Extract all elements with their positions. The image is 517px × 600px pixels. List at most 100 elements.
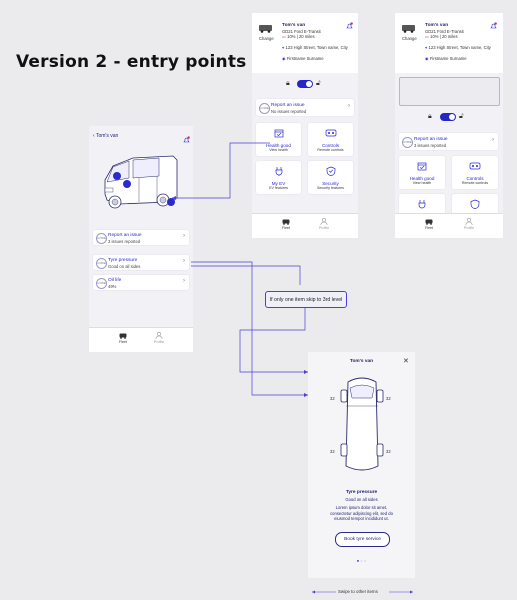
van-model: GD21 Ford E-Transit	[282, 29, 321, 34]
swipe-label: Swipe to other items	[338, 589, 378, 594]
list-item-report-issue[interactable]: CODE Report an issue 3 issues reported ›	[93, 230, 189, 245]
profile-icon	[465, 218, 473, 225]
pressure-rear-right: 32	[386, 449, 391, 454]
van-header: Change Tom's van GD21 Ford E-Transit ▭ 1…	[395, 13, 503, 73]
nav-label: Profile	[153, 340, 165, 344]
van-model: GD21 Ford E-Transit	[425, 29, 464, 34]
tile-security-partial[interactable]	[452, 194, 498, 214]
van-name: Tom's van	[425, 23, 449, 28]
nav-profile[interactable]: Profile	[314, 218, 334, 230]
miles-value: 20 miles	[441, 34, 458, 39]
screen-tyre-detail: Tom's van ✕ 32 32 32 32 Tyre pressure Go…	[308, 352, 415, 578]
close-icon[interactable]: ✕	[403, 358, 409, 365]
chevron-right-icon: ›	[492, 137, 494, 143]
code-badge: CODE	[402, 136, 413, 148]
battery-icon: ▭	[282, 34, 286, 39]
tile-security[interactable]: Security Security features	[308, 161, 353, 194]
list-item-title: Report an issue	[108, 233, 142, 238]
nav-fleet[interactable]: Fleet	[113, 332, 133, 344]
controls-icon	[469, 162, 481, 170]
tile-controls[interactable]: Controls Remote controls	[308, 123, 353, 156]
report-issue-card[interactable]: CODE Report an issue 3 issues reported ›	[399, 133, 498, 150]
address-text: 123 High Street, Town name, City	[428, 45, 491, 50]
screen-title: Tom's van	[349, 359, 374, 364]
section-title: Tyre pressure	[345, 490, 378, 495]
tile-sub: View health	[412, 181, 432, 185]
notification-icon[interactable]	[183, 131, 190, 149]
list-item-title: Oil life	[108, 278, 122, 283]
tile-my-ev[interactable]: My EV EV features	[256, 161, 301, 194]
driver-icon: ◉	[425, 56, 429, 61]
van-icon	[425, 219, 433, 225]
nav-label: Fleet	[425, 226, 433, 230]
back-button[interactable]: ‹ Tom's van	[93, 133, 118, 139]
van-header: Change Tom's van GD21 Ford E-Transit ▭ 1…	[252, 13, 358, 73]
tile-health[interactable]: Health good View health	[256, 123, 301, 156]
notification-icon[interactable]	[346, 17, 353, 35]
nav-profile[interactable]: Profile	[459, 218, 479, 230]
screen-van-hub-alert: Change Tom's van GD21 Ford E-Transit ▭ 1…	[395, 13, 503, 238]
book-tyre-service-button[interactable]: Book tyre service	[335, 532, 390, 547]
controls-icon	[325, 129, 336, 137]
tile-my-ev-partial[interactable]	[399, 194, 445, 214]
bottom-nav: Fleet Profile	[395, 213, 503, 238]
page-dot[interactable]: ○	[363, 558, 367, 563]
list-item-oil-life[interactable]: CODE Oil life 49% ›	[93, 275, 189, 290]
pressure-front-right: 32	[386, 396, 391, 401]
alert-banner-placeholder	[399, 77, 500, 106]
section-body: Lorem ipsum dolor sit amet, consectetur …	[330, 505, 393, 522]
profile-icon	[320, 218, 328, 225]
calendar-health-icon	[417, 162, 427, 171]
location-pin-icon: ⌖	[425, 45, 428, 50]
screen-van-hub: Change Tom's van GD21 Ford E-Transit ▭ 1…	[252, 13, 358, 238]
location-pin-icon: ⌖	[282, 45, 285, 50]
page-dot-active[interactable]: ●	[356, 558, 360, 563]
range-value: 10%	[287, 34, 296, 39]
unlock-icon[interactable]: 🔓︎	[459, 113, 464, 120]
nav-profile[interactable]: Profile	[149, 332, 169, 344]
page-dot[interactable]: ○	[360, 558, 363, 563]
tile-health[interactable]: Health good View health	[399, 156, 445, 189]
report-issue-card[interactable]: CODE Report an issue No issues reported …	[256, 99, 354, 116]
miles-value: 20 miles	[298, 34, 315, 39]
change-van-link[interactable]: Change	[259, 36, 274, 41]
change-van-link[interactable]: Change	[402, 36, 417, 41]
pagination-dots[interactable]: ● ○ ○	[308, 558, 415, 563]
driver-name: Firstname Surname	[429, 56, 467, 61]
van-illustration	[104, 155, 178, 209]
calendar-health-icon	[274, 129, 283, 138]
tile-sub: EV features	[269, 186, 288, 190]
notification-icon[interactable]	[490, 17, 497, 35]
tile-sub: Remote controls	[461, 181, 489, 185]
tile-sub: View health	[269, 148, 288, 152]
profile-icon	[155, 332, 163, 339]
report-sub: No issues reported	[271, 108, 307, 114]
pressure-rear-left: 32	[330, 449, 335, 454]
report-title: Report an issue	[414, 136, 448, 142]
lock-icon[interactable]: 🔒︎	[286, 80, 290, 87]
lock-toggle[interactable]	[440, 113, 456, 121]
pressure-front-left: 32	[330, 396, 335, 401]
vehicle-top-view	[340, 377, 384, 471]
list-item-sub: 3 issues reported	[108, 238, 141, 244]
nav-fleet[interactable]: Fleet	[419, 218, 439, 230]
nav-label: Profile	[318, 226, 330, 230]
address-text: 123 High Street, Town name, City	[285, 45, 348, 50]
list-item-sub: Good on all sides	[108, 263, 141, 269]
chevron-right-icon: ›	[183, 233, 185, 239]
bottom-nav: Fleet Profile	[89, 327, 193, 352]
tile-controls[interactable]: Controls Remote controls	[452, 156, 498, 189]
section-sub: Good on all sides	[345, 497, 378, 502]
lock-toggle[interactable]	[297, 80, 313, 88]
tile-title: Security	[322, 181, 339, 186]
nav-fleet[interactable]: Fleet	[276, 218, 296, 230]
lock-icon[interactable]: 🔒︎	[428, 113, 432, 120]
unlock-icon[interactable]: 🔓︎	[316, 80, 321, 87]
code-badge: CODE	[259, 102, 270, 114]
driver-row: ◉ Firstname Surname	[282, 56, 324, 62]
tile-title: Health good	[266, 143, 291, 148]
nav-label: Fleet	[119, 340, 127, 344]
driver-icon: ◉	[282, 56, 286, 61]
list-item-tyre-pressure[interactable]: CODE Tyre pressure Good on all sides ›	[93, 255, 189, 270]
ev-plug-icon	[275, 167, 282, 176]
